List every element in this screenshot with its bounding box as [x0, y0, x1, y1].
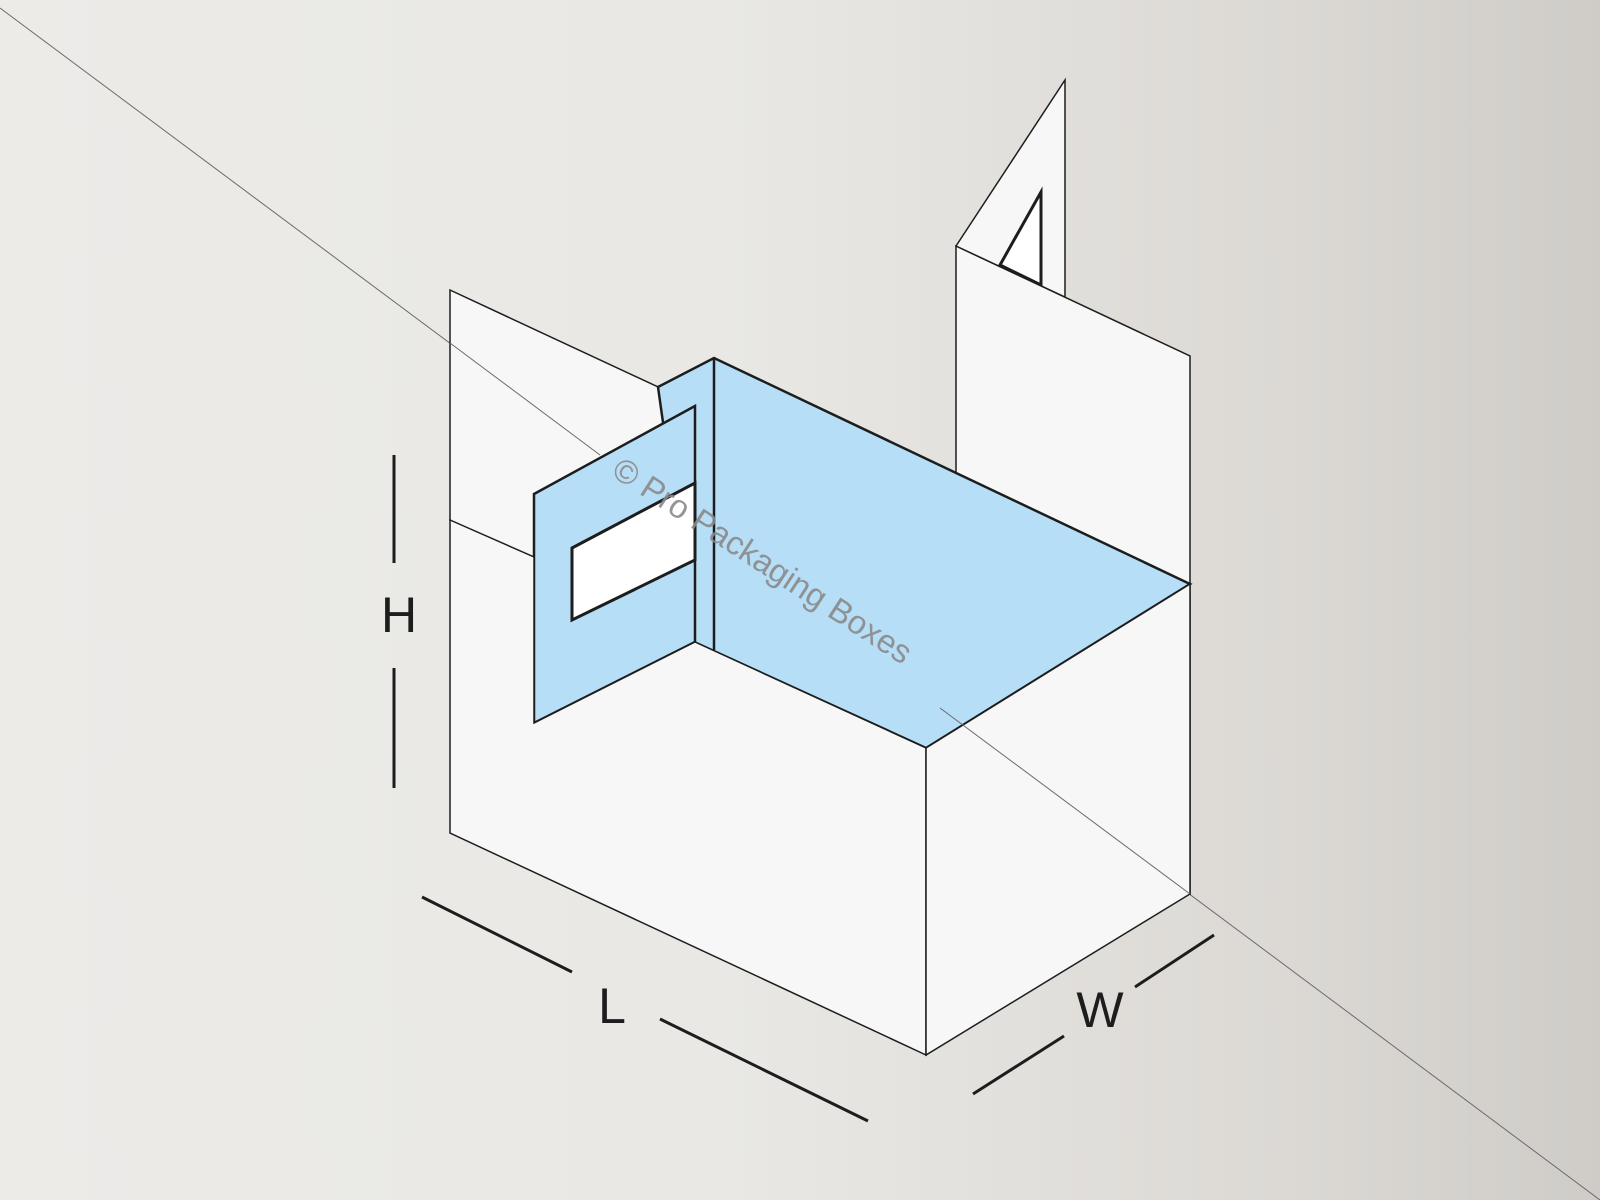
- guide-line-overlay: [449, 342, 601, 456]
- height-dimension: H: [381, 455, 417, 788]
- flap-window: [570, 480, 697, 623]
- side-flap: [532, 403, 697, 726]
- width-dimension: W: [972, 933, 1215, 1096]
- flap-cutout: [997, 186, 1043, 288]
- width-label: W: [1076, 982, 1124, 1038]
- height-label: H: [381, 587, 417, 643]
- length-label: L: [598, 978, 626, 1034]
- length-dimension: L: [421, 895, 869, 1123]
- front-length-panel: [449, 518, 927, 1057]
- guide-line-overlay-2: [939, 707, 1191, 895]
